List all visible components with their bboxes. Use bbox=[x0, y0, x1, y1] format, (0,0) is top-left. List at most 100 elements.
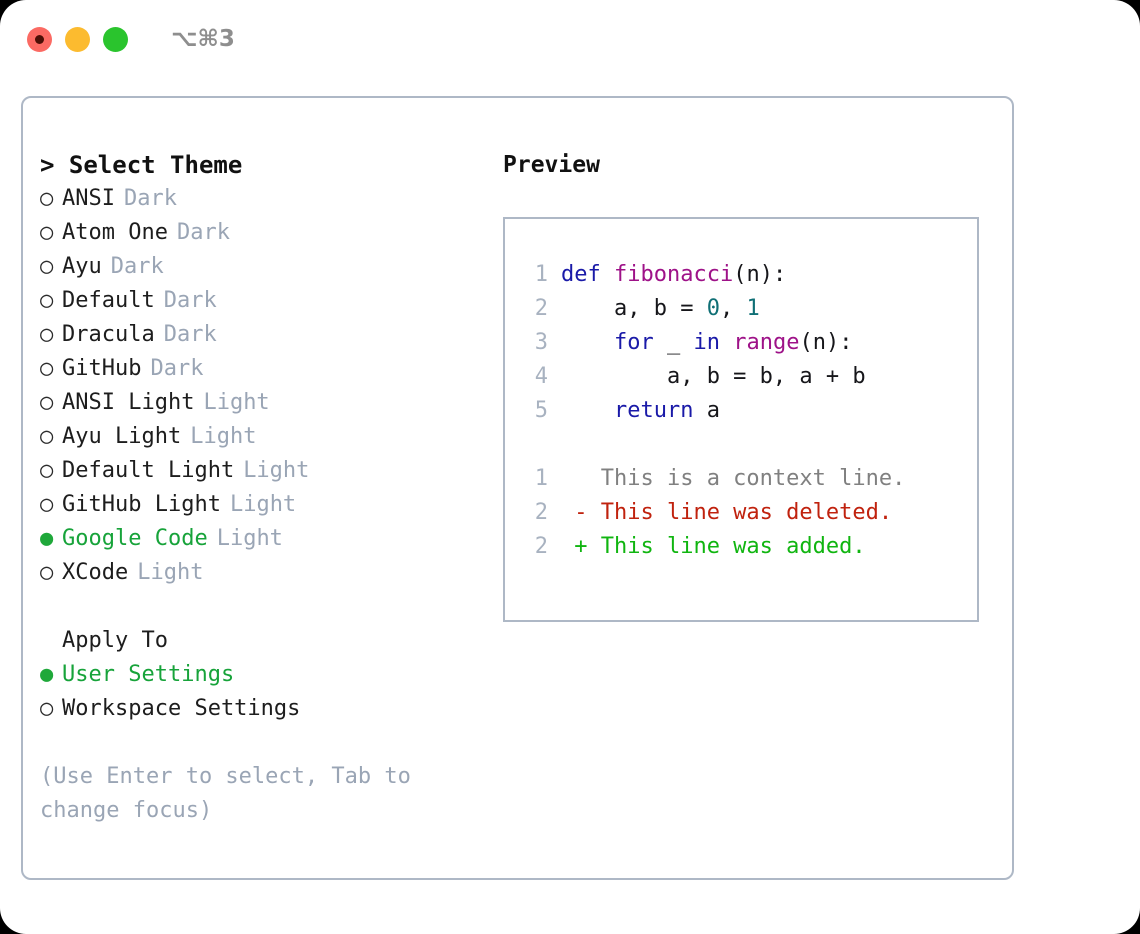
theme-name: XCode bbox=[62, 560, 129, 585]
radio-unselected-icon[interactable]: ○ bbox=[40, 390, 54, 415]
line-number: 1 bbox=[534, 466, 548, 491]
code-text: - This line was deleted. bbox=[561, 496, 892, 530]
code-line: 4 a, b = b, a + b bbox=[518, 360, 971, 394]
keyboard-hint-text: (Use Enter to select, Tab to change focu… bbox=[40, 764, 425, 823]
theme-list-item[interactable]: ○ Dracula Dark bbox=[40, 318, 490, 352]
apply-to-option[interactable]: ○ Workspace Settings bbox=[40, 692, 490, 726]
theme-list-item[interactable]: ● Google Code Light bbox=[40, 522, 490, 556]
apply-to-option-label: Workspace Settings bbox=[62, 696, 301, 721]
theme-variant-label: Light bbox=[190, 424, 257, 449]
code-token bbox=[720, 330, 733, 355]
code-token: range bbox=[733, 330, 800, 355]
code-token: for bbox=[613, 330, 654, 355]
theme-name: ANSI bbox=[62, 186, 115, 211]
code-token: (n): bbox=[733, 262, 787, 287]
code-text: return a bbox=[561, 394, 720, 428]
code-line: 1 def fibonacci(n): bbox=[518, 258, 971, 292]
code-blank-line bbox=[518, 428, 971, 462]
radio-unselected-icon[interactable]: ○ bbox=[40, 696, 54, 721]
line-number: 3 bbox=[534, 330, 548, 355]
theme-name: Ayu Light bbox=[62, 424, 182, 449]
traffic-light-group bbox=[27, 26, 128, 52]
section-spacer bbox=[40, 590, 490, 624]
code-token bbox=[561, 330, 614, 355]
code-token: _ bbox=[653, 330, 694, 355]
theme-name: Default Light bbox=[62, 458, 235, 483]
radio-unselected-icon[interactable]: ○ bbox=[40, 220, 54, 245]
code-text: + This line was added. bbox=[561, 530, 865, 564]
code-token: return bbox=[613, 398, 694, 423]
apply-to-option-label: User Settings bbox=[62, 662, 235, 687]
code-token: a, b = bbox=[561, 296, 707, 321]
theme-name: Default bbox=[62, 288, 155, 313]
radio-unselected-icon[interactable]: ○ bbox=[40, 254, 54, 279]
apply-to-list: ● User Settings ○ Workspace Settings bbox=[40, 658, 490, 726]
code-token: a bbox=[693, 398, 720, 423]
code-token: a, b = b, a + b bbox=[561, 364, 866, 389]
line-number: 4 bbox=[534, 364, 548, 389]
theme-name: GitHub bbox=[62, 356, 142, 381]
radio-unselected-icon[interactable]: ○ bbox=[40, 560, 54, 585]
radio-selected-icon[interactable]: ● bbox=[40, 662, 54, 687]
code-text: def fibonacci(n): bbox=[561, 258, 786, 292]
close-window-button[interactable] bbox=[27, 26, 52, 52]
theme-name: Dracula bbox=[62, 322, 155, 347]
code-text: for _ in range(n): bbox=[561, 326, 852, 360]
code-line: 3 for _ in range(n): bbox=[518, 326, 971, 360]
code-token: (n): bbox=[799, 330, 853, 355]
theme-variant-label: Dark bbox=[163, 322, 217, 347]
theme-variant-label: Dark bbox=[176, 220, 230, 245]
radio-unselected-icon[interactable]: ○ bbox=[40, 458, 54, 483]
apply-to-option[interactable]: ● User Settings bbox=[40, 658, 490, 692]
select-theme-header: > Select Theme bbox=[40, 151, 243, 179]
theme-name: Google Code bbox=[62, 526, 208, 551]
line-number: 2 bbox=[534, 500, 548, 525]
maximize-window-button[interactable] bbox=[103, 26, 128, 52]
theme-list-item[interactable]: ○ GitHub Light Light bbox=[40, 488, 490, 522]
radio-unselected-icon[interactable]: ○ bbox=[40, 186, 54, 211]
radio-unselected-icon[interactable]: ○ bbox=[40, 288, 54, 313]
code-line: 2 a, b = 0, 1 bbox=[518, 292, 971, 326]
code-token: 1 bbox=[746, 296, 760, 321]
minimize-window-button[interactable] bbox=[65, 26, 90, 52]
radio-unselected-icon[interactable]: ○ bbox=[40, 492, 54, 517]
radio-unselected-icon[interactable]: ○ bbox=[40, 424, 54, 449]
radio-unselected-icon[interactable]: ○ bbox=[40, 322, 54, 347]
code-text: This is a context line. bbox=[561, 462, 906, 496]
theme-list-item[interactable]: ○ Default Dark bbox=[40, 284, 490, 318]
preview-header: Preview bbox=[503, 152, 600, 178]
radio-selected-icon[interactable]: ● bbox=[40, 526, 54, 551]
code-text: a, b = b, a + b bbox=[561, 360, 866, 394]
theme-name: Ayu bbox=[62, 254, 102, 279]
theme-name: GitHub Light bbox=[62, 492, 221, 517]
diff-line: 2 - This line was deleted. bbox=[518, 496, 971, 530]
code-text: a, b = 0, 1 bbox=[561, 292, 760, 326]
code-token: , bbox=[719, 296, 747, 321]
diff-line: 1 This is a context line. bbox=[518, 462, 971, 496]
code-token bbox=[561, 398, 614, 423]
theme-variant-label: Dark bbox=[163, 288, 217, 313]
theme-variant-label: Light bbox=[216, 526, 283, 551]
line-number: 1 bbox=[534, 262, 548, 287]
line-number: 2 bbox=[534, 296, 548, 321]
theme-variant-label: Light bbox=[229, 492, 297, 517]
title-bar: ⌥⌘3 bbox=[0, 0, 1140, 78]
radio-unselected-icon[interactable]: ○ bbox=[40, 356, 54, 381]
line-number: 5 bbox=[534, 398, 548, 423]
theme-list-item[interactable]: ○ Ayu Light Light bbox=[40, 420, 490, 454]
code-token: - This line was deleted. bbox=[561, 500, 893, 525]
code-token: def bbox=[561, 262, 614, 287]
